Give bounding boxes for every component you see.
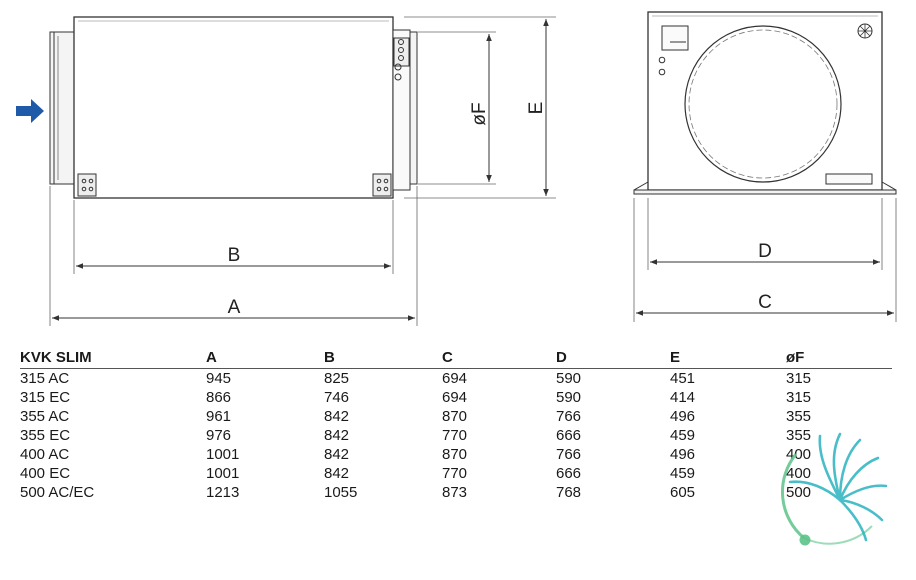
header-model: KVK SLIM <box>20 346 206 369</box>
cell-model: 355 AC <box>20 408 70 425</box>
cell-d: 666 <box>556 427 582 444</box>
cell-c: 694 <box>442 389 468 406</box>
cell-a: 976 <box>206 427 232 444</box>
table-row: 500 AC/EC 1213 1055 873 768 605 500 <box>20 483 892 502</box>
dimension-table: KVK SLIM A B C D E øF 315 AC 945 825 694… <box>20 346 892 502</box>
dim-label-f: øF <box>469 102 490 125</box>
cell-b: 842 <box>324 465 350 482</box>
cell-a: 1001 <box>206 465 240 482</box>
cell-d: 766 <box>556 446 582 463</box>
airflow-arrow-icon <box>16 99 44 123</box>
cell-f: 400 <box>786 465 812 482</box>
table-row: 400 AC 1001 842 870 766 496 400 <box>20 445 892 464</box>
cell-f: 355 <box>786 427 812 444</box>
cell-b: 842 <box>324 446 350 463</box>
table-row: 355 AC 961 842 870 766 496 355 <box>20 407 892 426</box>
dim-label-d: D <box>758 241 772 262</box>
outlet-spigot <box>409 31 418 185</box>
header-e: E <box>670 346 786 369</box>
header-b: B <box>324 346 442 369</box>
side-view <box>49 16 556 326</box>
cell-f: 500 <box>786 484 812 501</box>
technical-drawing: B A øF E D C <box>16 11 897 326</box>
cell-b: 1055 <box>324 484 358 501</box>
cell-e: 459 <box>670 427 696 444</box>
cell-a: 1001 <box>206 446 240 463</box>
table-row: 400 EC 1001 842 770 666 459 400 <box>20 464 892 483</box>
cell-a: 866 <box>206 389 232 406</box>
cell-b: 825 <box>324 370 350 387</box>
cell-c: 770 <box>442 427 468 444</box>
header-c: C <box>442 346 556 369</box>
cell-model: 315 AC <box>20 370 70 387</box>
table-row: 355 EC 976 842 770 666 459 355 <box>20 426 892 445</box>
cell-model: 500 AC/EC <box>20 484 95 501</box>
mounting-bracket-left <box>77 173 97 197</box>
table-header-row: KVK SLIM A B C D E øF <box>20 346 892 369</box>
cell-c: 870 <box>442 408 468 425</box>
cell-d: 666 <box>556 465 582 482</box>
cell-a: 1213 <box>206 484 240 501</box>
dim-label-a: A <box>228 297 241 318</box>
cell-a: 961 <box>206 408 232 425</box>
mounting-bracket-right <box>372 173 392 197</box>
cell-f: 315 <box>786 389 812 406</box>
cell-e: 414 <box>670 389 696 406</box>
cell-b: 746 <box>324 389 350 406</box>
nameplate <box>661 25 689 51</box>
base-flange <box>633 189 897 195</box>
cell-c: 694 <box>442 370 468 387</box>
unit-body <box>73 16 394 199</box>
header-f: øF <box>786 346 892 369</box>
cell-model: 355 EC <box>20 427 71 444</box>
cell-model: 400 EC <box>20 465 71 482</box>
cell-c: 870 <box>442 446 468 463</box>
fan-opening <box>684 25 842 183</box>
cell-a: 945 <box>206 370 232 387</box>
front-view <box>633 11 897 322</box>
cell-b: 842 <box>324 408 350 425</box>
cell-e: 496 <box>670 446 696 463</box>
table-row: 315 AC 945 825 694 590 451 315 <box>20 369 892 389</box>
cell-f: 355 <box>786 408 812 425</box>
cell-e: 451 <box>670 370 696 387</box>
cell-d: 766 <box>556 408 582 425</box>
cell-c: 770 <box>442 465 468 482</box>
cell-d: 590 <box>556 370 582 387</box>
cell-d: 768 <box>556 484 582 501</box>
cell-c: 873 <box>442 484 468 501</box>
cell-f: 315 <box>786 370 812 387</box>
cell-e: 496 <box>670 408 696 425</box>
cell-d: 590 <box>556 389 582 406</box>
label-plate <box>825 173 873 185</box>
table-row: 315 EC 866 746 694 590 414 315 <box>20 388 892 407</box>
dim-label-c: C <box>758 292 772 313</box>
cell-model: 400 AC <box>20 446 70 463</box>
cell-e: 459 <box>670 465 696 482</box>
watermark-logo-icon <box>781 432 888 546</box>
cell-e: 605 <box>670 484 696 501</box>
header-d: D <box>556 346 670 369</box>
cell-model: 315 EC <box>20 389 71 406</box>
cell-b: 842 <box>324 427 350 444</box>
header-a: A <box>206 346 324 369</box>
dim-label-b: B <box>228 245 241 266</box>
dim-label-e: E <box>526 102 547 115</box>
